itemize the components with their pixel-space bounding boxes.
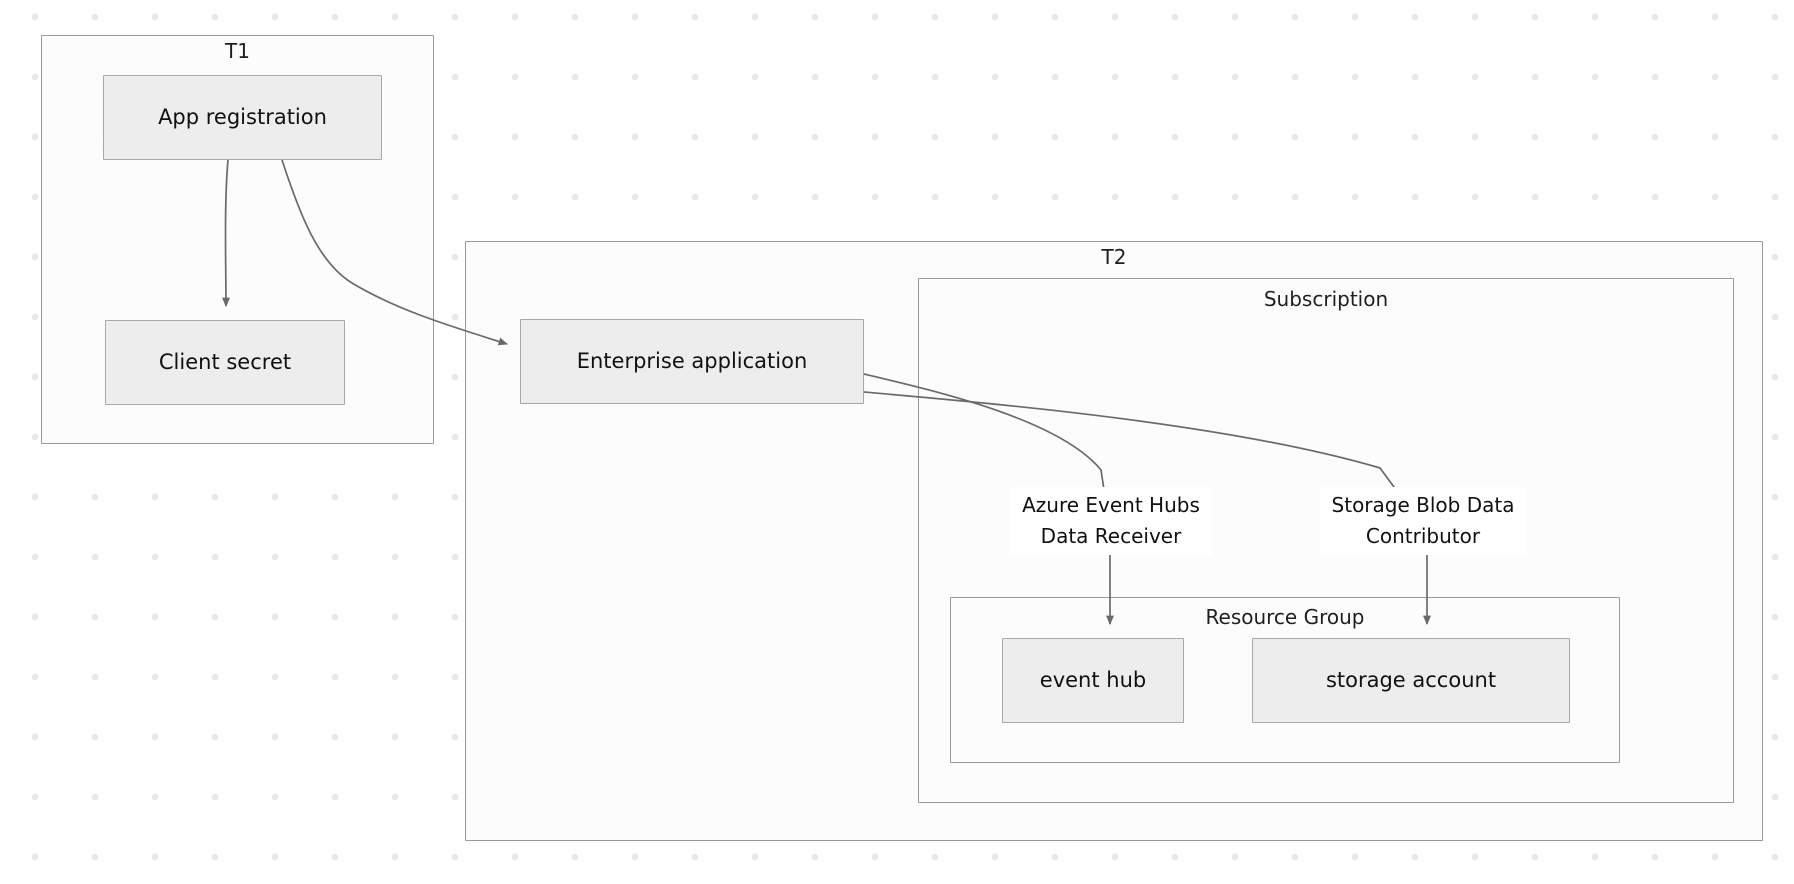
node-enterprise-application[interactable]: Enterprise application	[520, 319, 864, 404]
node-storage-account[interactable]: storage account	[1252, 638, 1570, 723]
edge-label-azure-event-hubs-data-receiver: Azure Event Hubs Data Receiver	[1010, 487, 1212, 555]
cluster-t2-label: T2	[1101, 245, 1127, 269]
node-client-secret[interactable]: Client secret	[105, 320, 345, 405]
cluster-resource-group-label: Resource Group	[1205, 605, 1365, 629]
node-event-hub[interactable]: event hub	[1002, 638, 1184, 723]
cluster-t1-label: T1	[225, 39, 250, 63]
edge-label-storage-blob-data-contributor: Storage Blob Data Contributor	[1320, 487, 1526, 555]
node-app-registration[interactable]: App registration	[103, 75, 382, 160]
cluster-subscription-label: Subscription	[1263, 287, 1389, 311]
